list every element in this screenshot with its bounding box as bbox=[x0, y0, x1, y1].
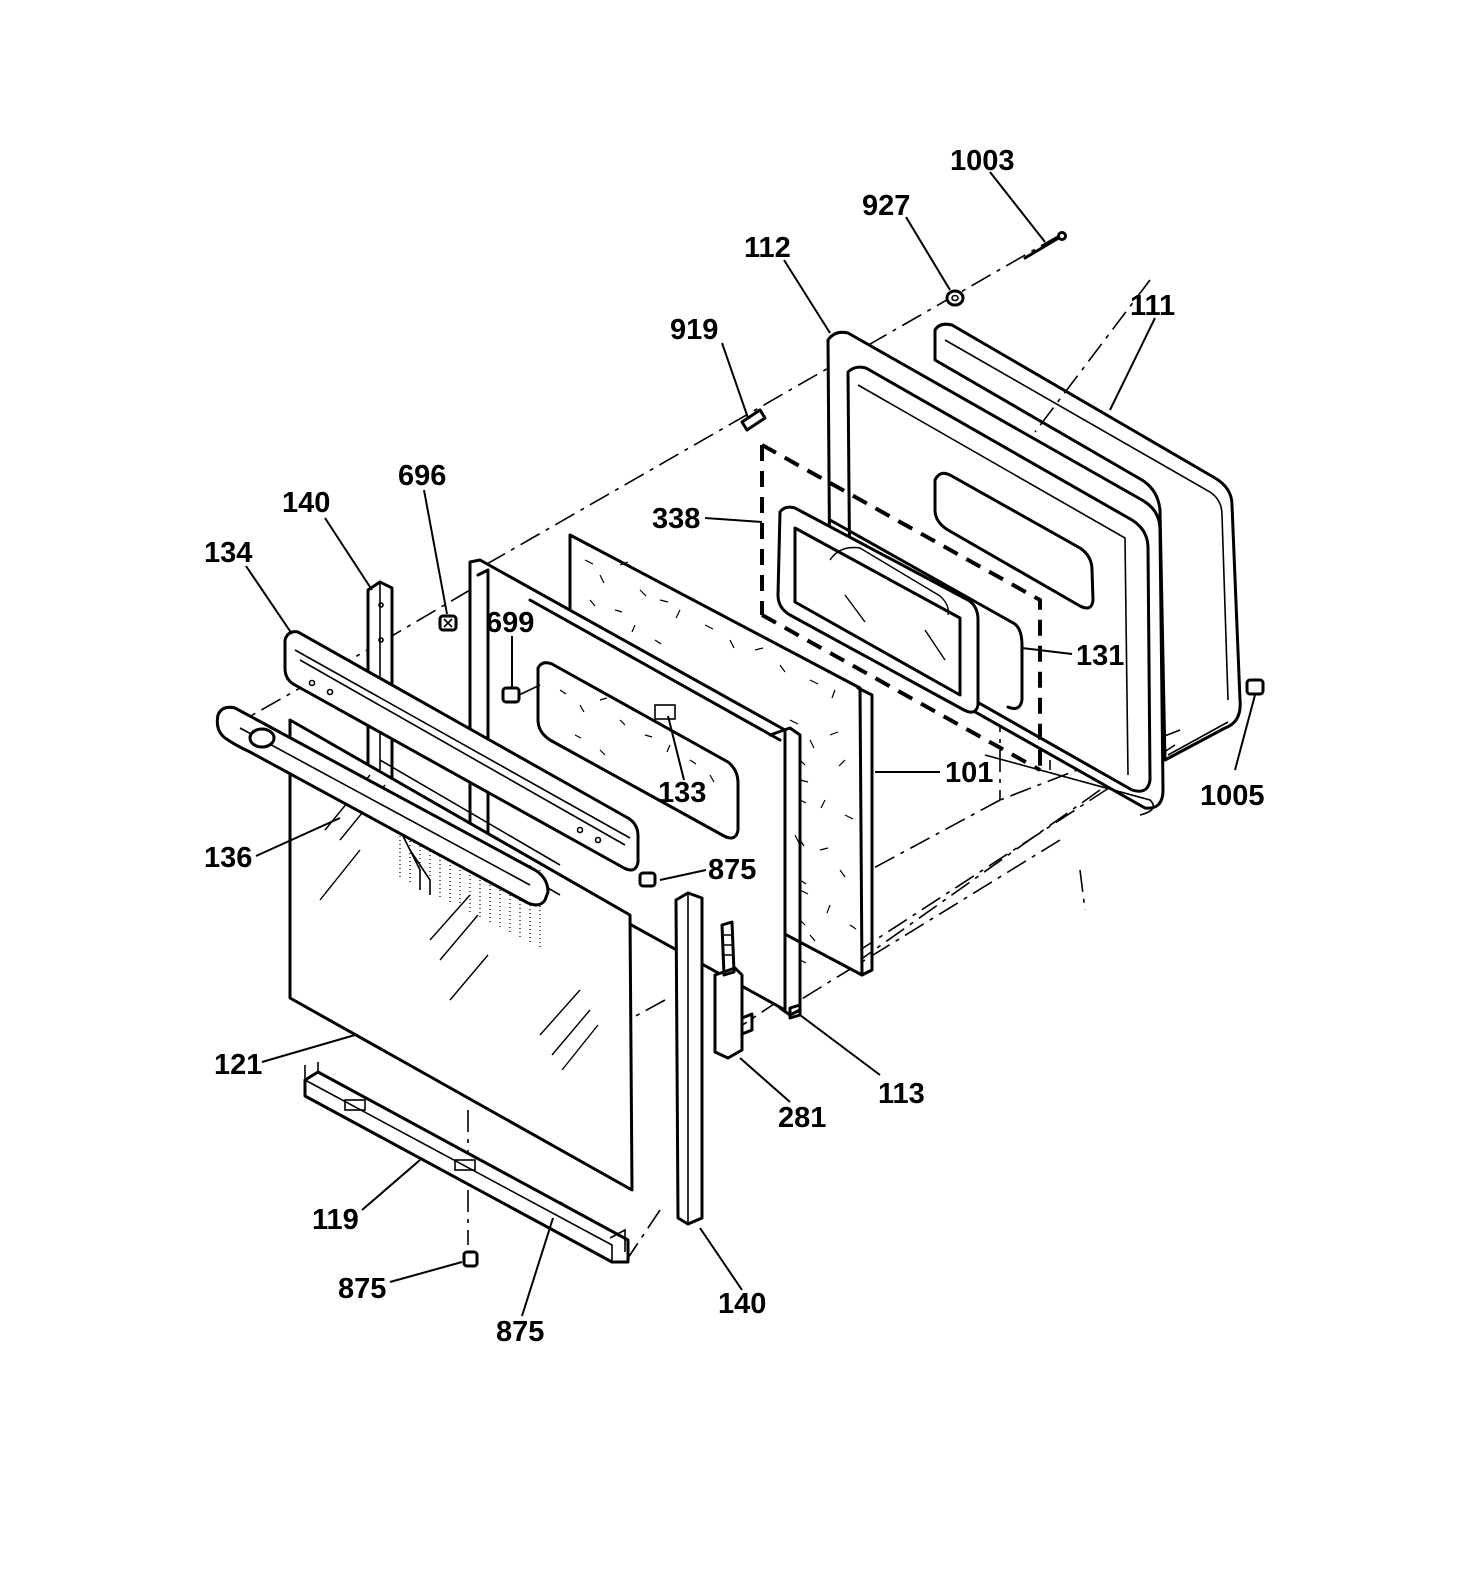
callout-140-lower: 140 bbox=[718, 1288, 766, 1320]
callout-875-lower-left: 875 bbox=[338, 1273, 386, 1305]
callout-119: 119 bbox=[312, 1204, 359, 1236]
spacer-919 bbox=[740, 408, 767, 432]
callout-112: 112 bbox=[744, 232, 791, 264]
screw-699 bbox=[501, 684, 541, 704]
vent-trim-134 bbox=[283, 630, 640, 872]
insulation-speckle bbox=[584, 559, 857, 942]
gasket-outline-338 bbox=[760, 443, 1042, 772]
callout-696: 696 bbox=[398, 460, 446, 492]
hinge-281 bbox=[713, 920, 754, 1060]
callout-338: 338 bbox=[652, 503, 700, 535]
screw-875-upper bbox=[638, 871, 657, 888]
bottom-trim-119 bbox=[303, 1062, 630, 1264]
callout-labels: 1003 927 112 111 919 696 140 134 338 699… bbox=[204, 145, 1265, 1348]
callout-875-upper: 875 bbox=[708, 854, 756, 886]
callout-919: 919 bbox=[670, 314, 718, 346]
callout-131: 131 bbox=[1076, 640, 1124, 672]
callout-1005: 1005 bbox=[1200, 780, 1265, 812]
callout-111: 111 bbox=[1130, 290, 1175, 322]
washer-927 bbox=[945, 289, 965, 307]
door-trim-140-lower bbox=[674, 891, 704, 1226]
callout-121: 121 bbox=[214, 1049, 262, 1081]
callout-133: 133 bbox=[658, 777, 706, 809]
callout-927: 927 bbox=[862, 190, 910, 222]
screw-875-lower-left bbox=[462, 1250, 479, 1268]
callout-1003: 1003 bbox=[950, 145, 1015, 177]
screw-696 bbox=[438, 614, 458, 632]
callout-281: 281 bbox=[778, 1102, 826, 1134]
leader-lines bbox=[245, 171, 1256, 1317]
door-handle-136 bbox=[215, 705, 550, 907]
callout-101: 101 bbox=[945, 757, 993, 789]
screw-1005 bbox=[1245, 678, 1265, 696]
callout-140-upper: 140 bbox=[282, 487, 330, 519]
callout-134: 134 bbox=[204, 537, 252, 569]
callout-113: 113 bbox=[878, 1078, 925, 1110]
window-frame-131 bbox=[776, 505, 1024, 714]
callout-136: 136 bbox=[204, 842, 252, 874]
callout-699: 699 bbox=[486, 607, 534, 639]
callout-875-lower-right: 875 bbox=[496, 1316, 544, 1348]
screw-1003 bbox=[1023, 231, 1067, 260]
